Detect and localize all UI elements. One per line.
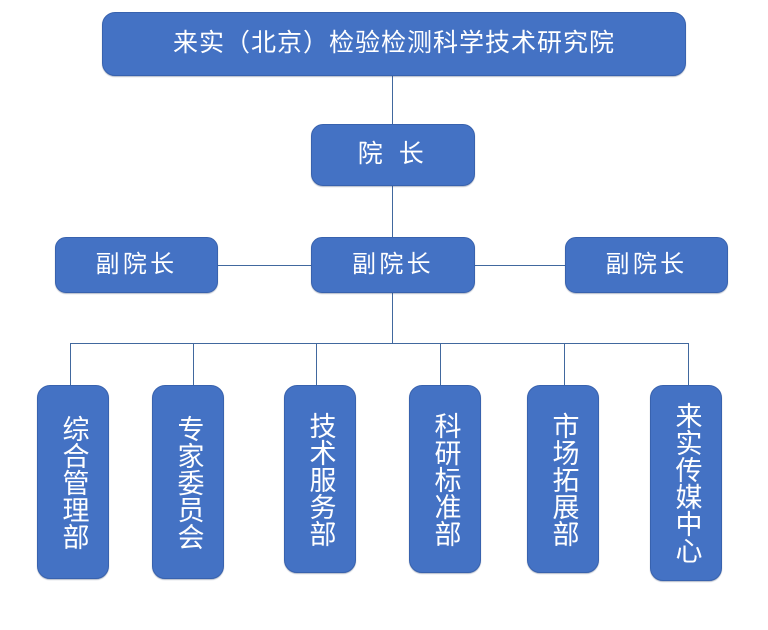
connector-vice-center-to-vice-right xyxy=(475,265,565,266)
connector-root-to-president xyxy=(392,76,393,124)
org-node-department-research-standards-label: 科研标准部 xyxy=(430,411,461,547)
connector-bus-to-dept-5 xyxy=(564,343,565,385)
org-node-department-market-development[interactable]: 市场拓展部 xyxy=(527,385,599,573)
org-node-institute[interactable]: 来实（北京）检验检测科学技术研究院 xyxy=(102,12,686,76)
connector-bus-to-dept-4 xyxy=(440,343,441,385)
org-node-department-general-management[interactable]: 综合管理部 xyxy=(37,385,109,579)
org-node-department-expert-committee-label: 专家委员会 xyxy=(173,414,204,550)
org-node-president-label: 院 长 xyxy=(357,140,429,169)
org-node-vice-president-center-label: 副院长 xyxy=(351,250,435,278)
connector-vice-center-to-vice-left xyxy=(218,265,311,266)
org-node-vice-president-center[interactable]: 副院长 xyxy=(311,237,475,293)
connector-vice-center-to-bus xyxy=(392,293,393,343)
connector-president-to-vice-center xyxy=(392,186,393,237)
org-node-department-general-management-label: 综合管理部 xyxy=(58,414,89,550)
org-node-department-market-development-label: 市场拓展部 xyxy=(548,411,579,547)
org-node-vice-president-left-label: 副院长 xyxy=(95,250,178,278)
org-node-vice-president-right[interactable]: 副院长 xyxy=(565,237,728,293)
org-node-department-expert-committee[interactable]: 专家委员会 xyxy=(152,385,224,579)
connector-bus-to-dept-3 xyxy=(316,343,317,385)
org-node-department-technical-service[interactable]: 技术服务部 xyxy=(284,385,356,573)
org-node-department-research-standards[interactable]: 科研标准部 xyxy=(409,385,481,573)
connector-bus-to-dept-6 xyxy=(688,343,689,385)
org-node-department-technical-service-label: 技术服务部 xyxy=(305,411,336,547)
connector-bus-to-dept-2 xyxy=(193,343,194,385)
org-node-department-media-center-label: 来实传媒中心 xyxy=(671,402,702,564)
org-node-department-media-center[interactable]: 来实传媒中心 xyxy=(650,385,722,581)
org-node-vice-president-right-label: 副院长 xyxy=(605,250,688,278)
org-node-institute-label: 来实（北京）检验检测科学技术研究院 xyxy=(172,29,615,58)
org-node-president[interactable]: 院 长 xyxy=(311,124,475,186)
connector-department-bus xyxy=(70,343,689,344)
connector-bus-to-dept-1 xyxy=(70,343,71,385)
org-node-vice-president-left[interactable]: 副院长 xyxy=(55,237,218,293)
